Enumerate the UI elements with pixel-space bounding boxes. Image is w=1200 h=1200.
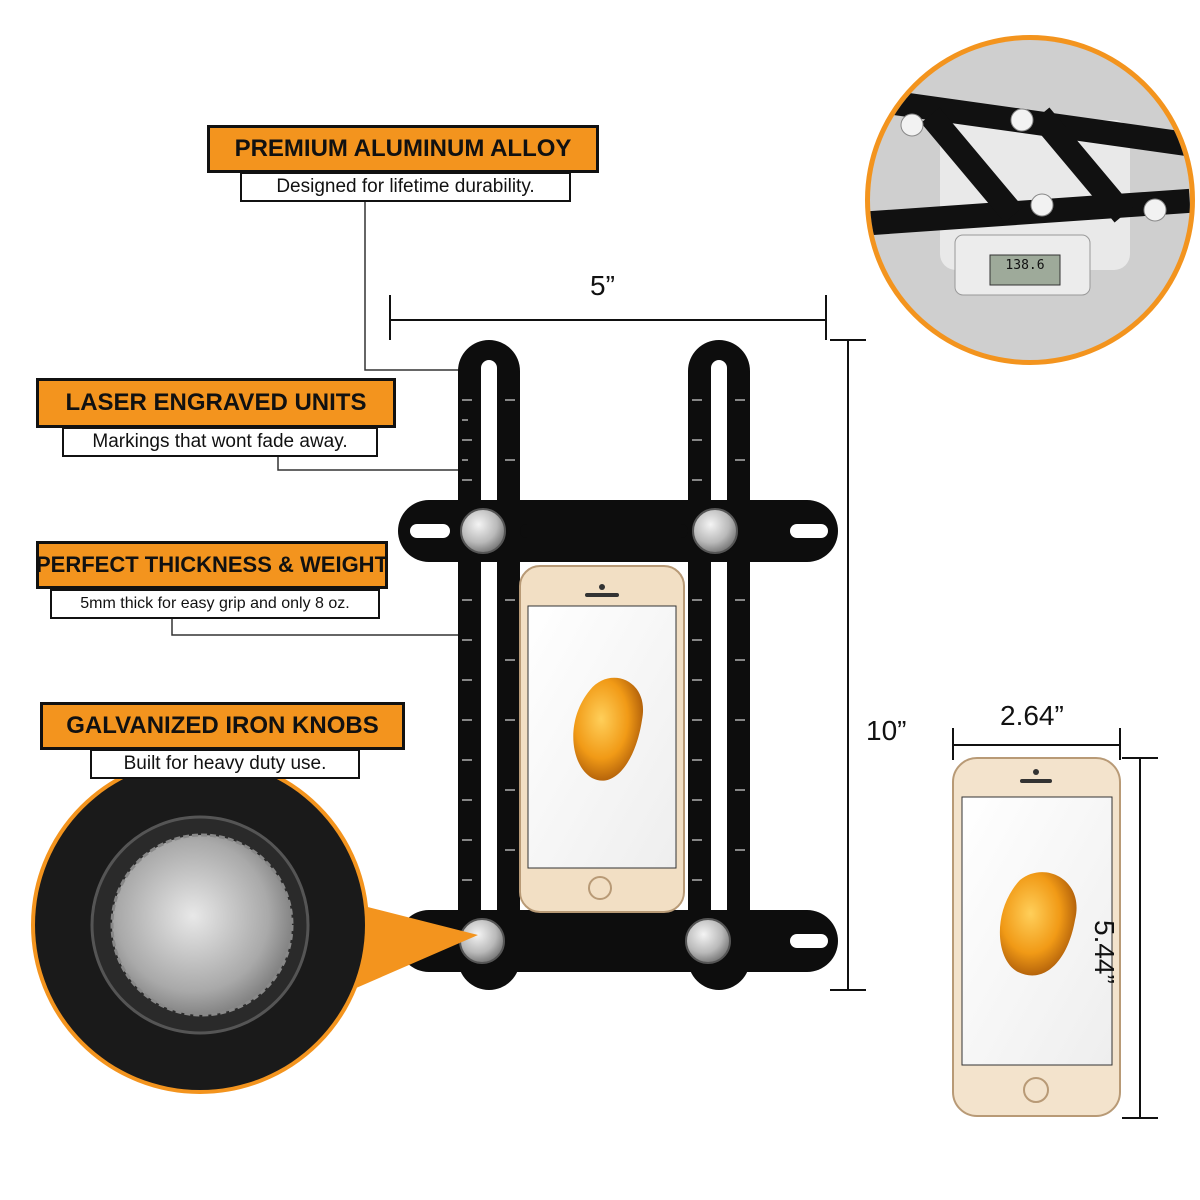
template-width-label: 5”	[590, 270, 615, 301]
callout-subtitle-knobs: Built for heavy duty use.	[90, 749, 360, 779]
callout-title-aluminum: PREMIUM ALUMINUM ALLOY	[207, 125, 599, 173]
knob-magnifier	[31, 756, 478, 1094]
template-height-label: 10”	[866, 715, 907, 746]
scale-inset	[865, 35, 1195, 365]
scale-display-readout: 138.6	[1005, 258, 1045, 273]
callout-subtitle-thickness: 5mm thick for easy grip and only 8 oz.	[50, 589, 380, 619]
phone-in-ruler	[519, 565, 685, 913]
ruler-ticks	[462, 399, 745, 881]
knob	[459, 508, 738, 964]
phone-width-label: 2.64”	[1000, 700, 1064, 731]
callout-title-laser: LASER ENGRAVED UNITS	[36, 378, 396, 428]
phone-height-label: 5.44”	[1089, 920, 1120, 984]
callout-subtitle-aluminum: Designed for lifetime durability.	[240, 172, 571, 202]
phone-standalone	[952, 757, 1121, 1117]
callout-title-thickness: PERFECT THICKNESS & WEIGHT	[36, 541, 388, 589]
dimension-lines	[389, 295, 1158, 1119]
angle-ruler-template	[398, 340, 838, 990]
callout-title-knobs: GALVANIZED IRON KNOBS	[40, 702, 405, 750]
callout-subtitle-laser: Markings that wont fade away.	[62, 427, 378, 457]
callout-connectors	[171, 200, 462, 636]
